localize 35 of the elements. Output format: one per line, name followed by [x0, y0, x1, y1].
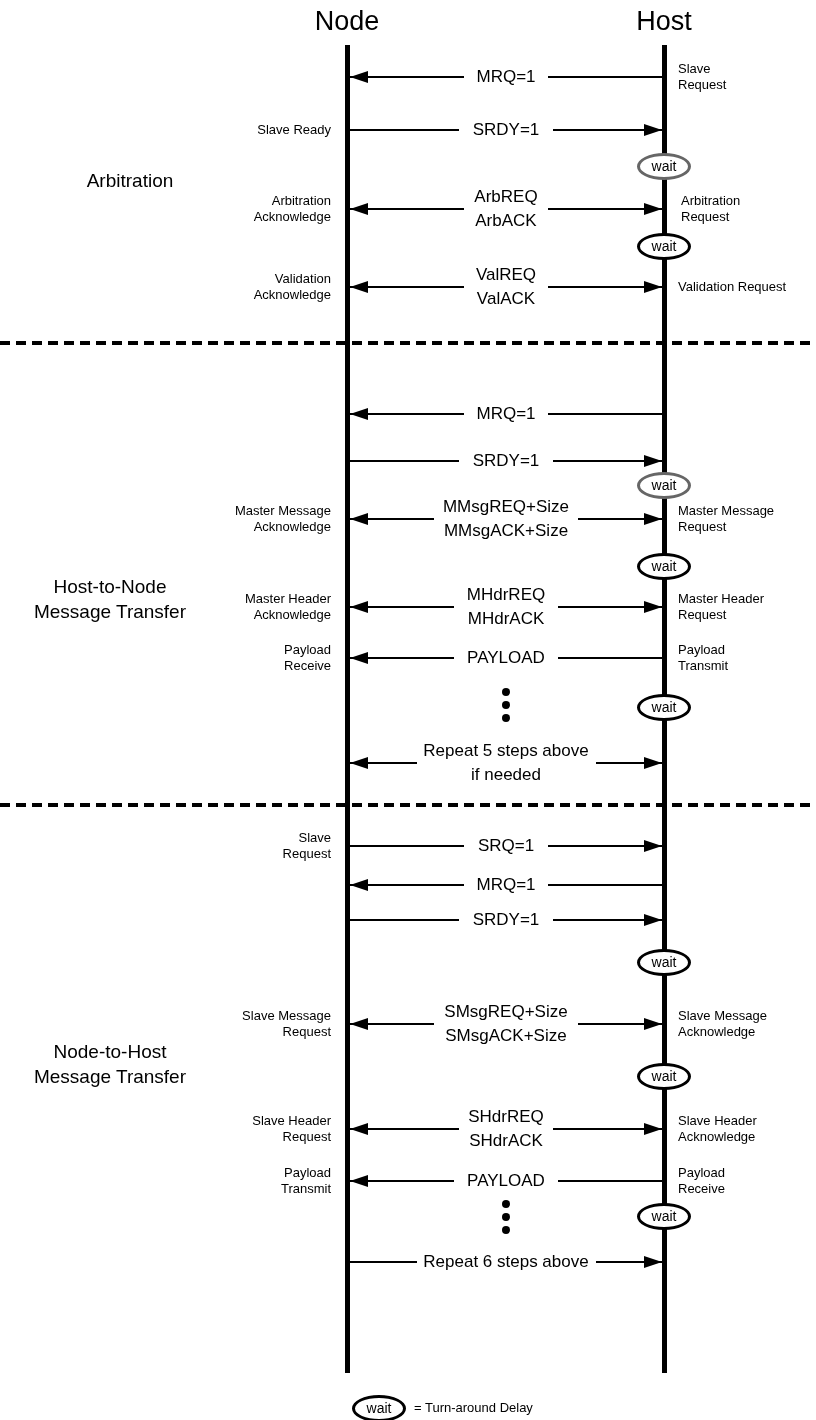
legend-text: = Turn-around Delay	[414, 1400, 533, 1417]
wait-oval: wait	[352, 1394, 406, 1420]
step-label: Payload Transmit	[279, 1164, 331, 1198]
step-label: Master Message Acknowledge	[233, 502, 331, 536]
step-label: Slave Ready	[256, 121, 331, 139]
step-label: Validation Acknowledge	[252, 270, 331, 304]
wait-oval: wait	[637, 232, 691, 260]
wait-oval: wait	[637, 693, 691, 721]
lifeline-title: Node	[313, 5, 381, 39]
step-label: Arbitration Request	[681, 192, 742, 226]
step-label: Slave Message Acknowledge	[678, 1007, 768, 1041]
wait-oval: wait	[637, 471, 691, 499]
step-label: Master Header Request	[678, 590, 765, 624]
step-label: Slave Message Request	[241, 1007, 331, 1041]
step-label: Slave Request	[678, 60, 728, 94]
step-label: Master Message Request	[678, 502, 776, 536]
step-label: Payload Receive	[678, 1164, 726, 1198]
wait-oval: wait	[637, 1062, 691, 1090]
step-label: Master Header Acknowledge	[244, 590, 331, 624]
wait-oval: wait	[637, 1202, 691, 1230]
wait-oval: wait	[637, 552, 691, 580]
step-label: Slave Header Acknowledge	[678, 1112, 758, 1146]
step-label: Slave Header Request	[251, 1112, 331, 1146]
step-label: Payload Transmit	[678, 641, 730, 675]
wait-oval: wait	[637, 152, 691, 180]
wait-oval: wait	[637, 948, 691, 976]
lifeline-title: Host	[635, 5, 693, 39]
section-label: Node-to-Host Message Transfer	[32, 1040, 188, 1089]
lifeline	[345, 45, 350, 1373]
step-label: Validation Request	[678, 278, 788, 296]
step-label: Payload Receive	[283, 641, 331, 675]
step-label: Slave Request	[281, 829, 331, 863]
step-label: Arbitration Acknowledge	[252, 192, 331, 226]
section-label: Arbitration	[85, 168, 175, 193]
section-label: Host-to-Node Message Transfer	[32, 575, 188, 624]
